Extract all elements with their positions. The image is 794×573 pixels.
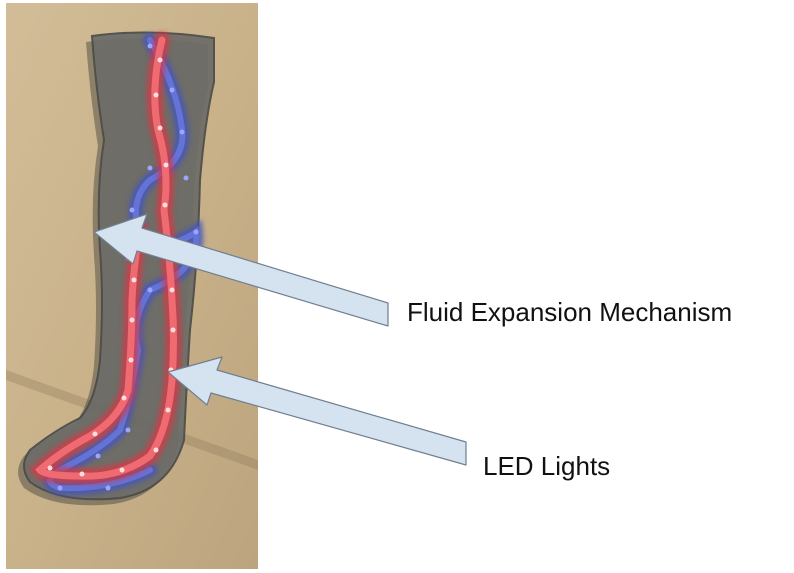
led-lights-arrow — [167, 356, 467, 466]
fluid-expansion-label: Fluid Expansion Mechanism — [407, 297, 733, 327]
fluid-expansion-arrow — [93, 213, 389, 327]
red-led-tube-core — [35, 36, 177, 480]
red-led-dots — [47, 57, 176, 477]
led-lights-label: LED Lights — [483, 451, 611, 481]
